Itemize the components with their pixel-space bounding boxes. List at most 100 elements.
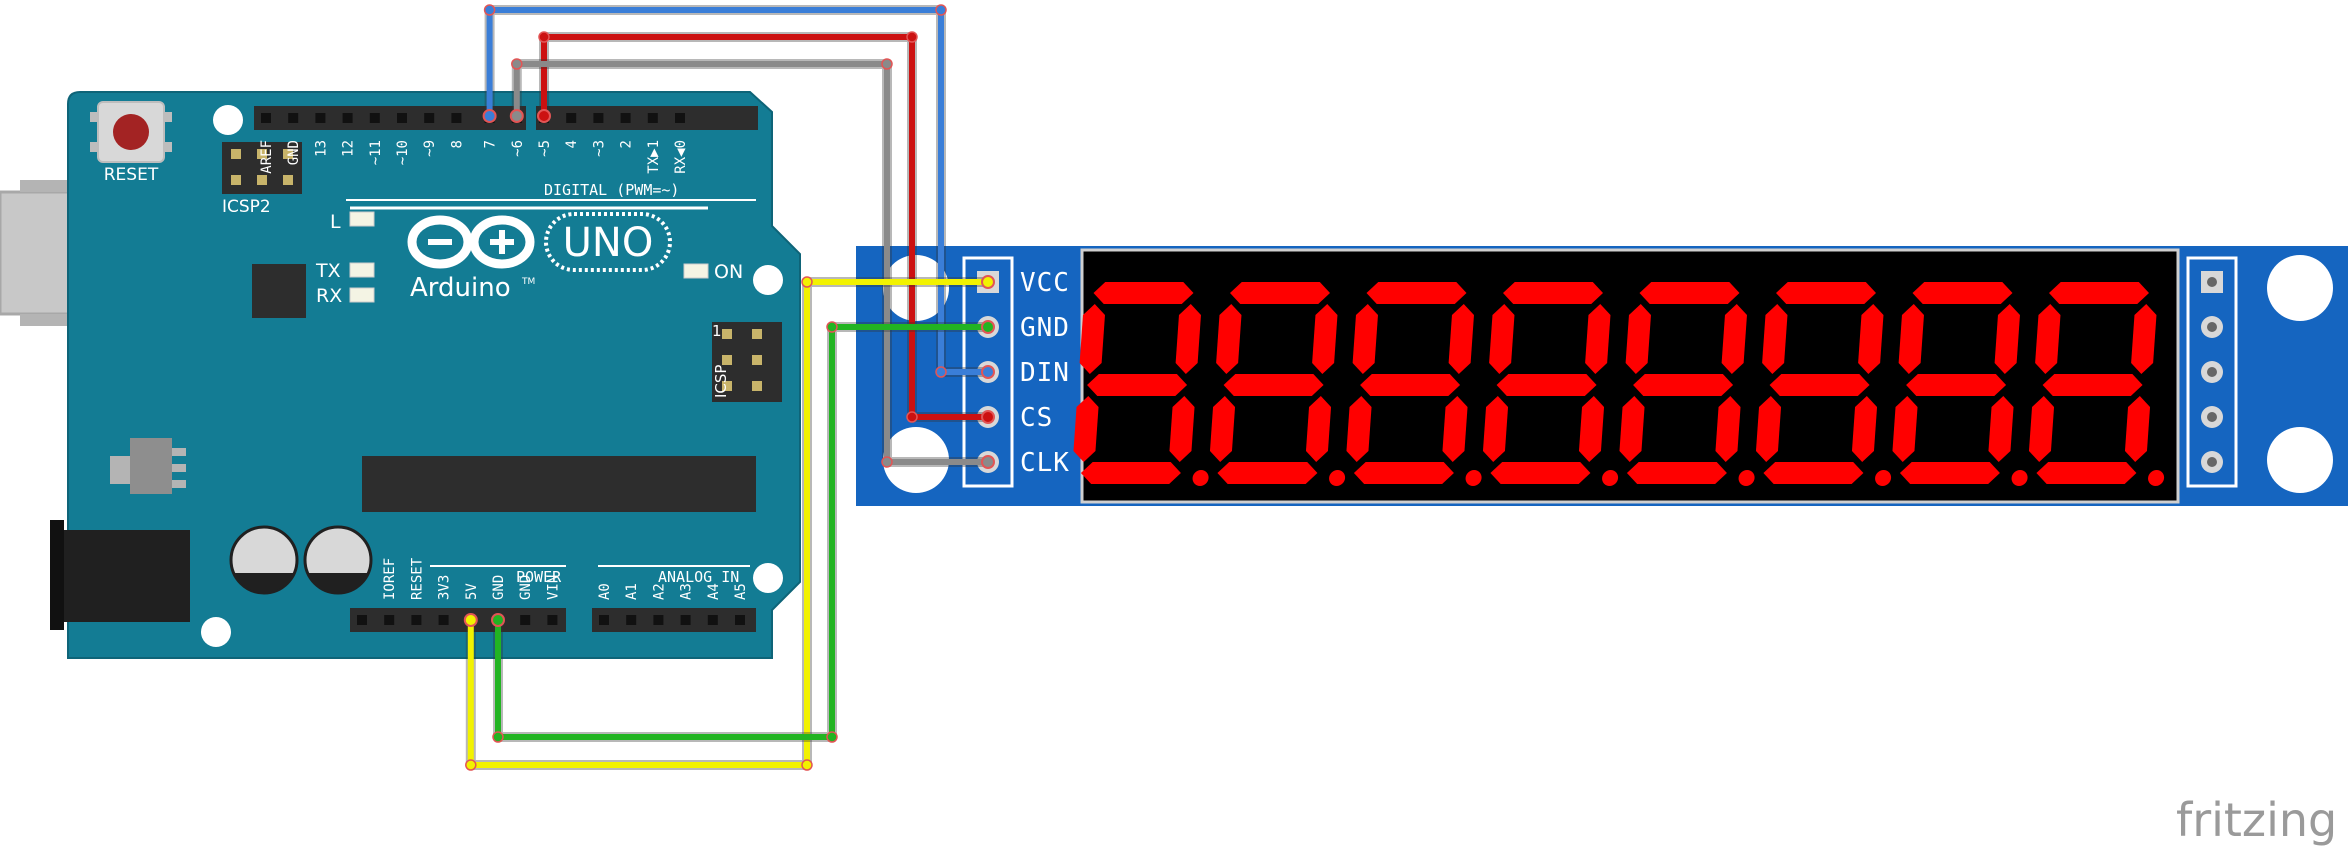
power-pin-label: GND	[491, 575, 507, 600]
segment	[1448, 304, 1474, 374]
header-pin[interactable]	[626, 615, 637, 625]
segment	[1994, 304, 2020, 374]
wire-endpoint	[981, 410, 995, 424]
segment	[1080, 462, 1181, 484]
icsp-pin1-label: 1	[712, 322, 722, 340]
analog-pin-label: A5	[733, 583, 749, 600]
power-header-label: POWER	[516, 568, 562, 586]
capacitor	[229, 525, 299, 595]
power-header	[350, 608, 566, 632]
segment	[2035, 304, 2061, 374]
analog-header	[592, 608, 756, 632]
power-pin-label: RESET	[409, 557, 425, 600]
led-rx-label: RX	[316, 285, 342, 307]
header-pin[interactable]	[620, 113, 631, 123]
header-pin[interactable]	[680, 615, 691, 625]
seven-segment-digit	[2028, 282, 2165, 486]
reset-label: RESET	[104, 165, 159, 185]
wire-blue-d7-din	[482, 4, 995, 379]
segment	[1093, 282, 1194, 304]
header-pin[interactable]	[397, 113, 407, 123]
wire-bend	[826, 321, 838, 333]
arduino-brand-label: Arduino	[410, 273, 511, 303]
power-pin-label: VIN	[545, 575, 561, 600]
header-pin[interactable]	[369, 113, 380, 123]
wire-endpoint	[491, 613, 505, 627]
uno-label: UNO	[563, 220, 654, 266]
header-pin[interactable]	[438, 615, 449, 625]
header-pin[interactable]	[653, 615, 664, 625]
header-pin[interactable]	[675, 113, 685, 123]
digital-pin-label: 2	[619, 140, 635, 148]
digital-pin-label: ~3	[591, 140, 607, 157]
segment	[2036, 462, 2137, 484]
wire-bend	[538, 31, 550, 43]
segment	[1851, 396, 1878, 462]
analog-pin-label: A4	[706, 583, 722, 600]
power-pin-label: 5V	[464, 583, 480, 600]
header-pin[interactable]	[451, 113, 462, 123]
icsp2-label: ICSP2	[222, 197, 271, 217]
voltage-regulator	[110, 438, 186, 494]
module-pin-label: CS	[1020, 403, 1053, 433]
header-pin[interactable]	[342, 113, 353, 123]
power-jack	[50, 530, 190, 622]
segment	[1578, 396, 1605, 462]
wire-yellow-5v-vcc	[463, 275, 995, 771]
header-pin[interactable]	[424, 113, 435, 123]
seven-segment-digit	[1209, 282, 1346, 486]
decimal-point	[2148, 470, 2165, 486]
module-pin-label: DIN	[1020, 358, 1070, 388]
mounting-hole	[201, 617, 231, 647]
segment	[1360, 374, 1461, 396]
seven-segment-digit	[1619, 282, 1755, 486]
digital-pin-label: GND	[286, 140, 302, 165]
seven-segment-digit	[1482, 282, 1619, 486]
module-pin-label: VCC	[1020, 268, 1070, 298]
header-pin[interactable]	[735, 615, 745, 625]
header-pin[interactable]	[288, 113, 299, 123]
segment	[1715, 396, 1741, 462]
header-pin[interactable]	[315, 113, 326, 123]
header-pin[interactable]	[384, 615, 395, 625]
segment	[1175, 304, 1201, 374]
header-pin[interactable]	[599, 615, 609, 625]
led-tx-label: TX	[315, 260, 341, 282]
wire-bend	[906, 411, 918, 423]
digital-header-label: DIGITAL (PWM=~)	[544, 181, 679, 199]
digital-pin-label: 13	[313, 140, 329, 157]
segment	[1912, 282, 2013, 304]
header-pin[interactable]	[593, 113, 604, 123]
header-pin[interactable]	[261, 113, 271, 123]
header-pin[interactable]	[411, 615, 422, 625]
segment	[1352, 304, 1378, 374]
wire-endpoint	[482, 109, 497, 123]
header-pin[interactable]	[547, 615, 558, 625]
segment	[1503, 282, 1604, 304]
header-pin[interactable]	[566, 113, 577, 123]
wire-bend	[483, 4, 496, 16]
led-rx	[349, 287, 375, 303]
capacitor	[303, 525, 373, 595]
digital-pin-label: RX◀0	[673, 140, 689, 174]
segment	[1087, 374, 1188, 396]
header-pin[interactable]	[520, 615, 531, 625]
segment	[1898, 304, 1924, 374]
wire-bend	[881, 456, 893, 468]
digital-pin-label: ~6	[510, 140, 526, 157]
header-pin[interactable]	[707, 615, 718, 625]
wire-gray-d6-clk	[509, 58, 995, 469]
header-pin[interactable]	[647, 113, 658, 123]
header-pin[interactable]	[357, 615, 367, 625]
seven-segment-digit	[1892, 282, 2028, 486]
output-pin-header	[2186, 256, 2238, 488]
segment	[1366, 282, 1467, 304]
segment	[1858, 304, 1884, 374]
decimal-point	[1875, 470, 1892, 486]
digital-pin-label: 8	[449, 140, 465, 148]
segment	[1625, 304, 1651, 374]
